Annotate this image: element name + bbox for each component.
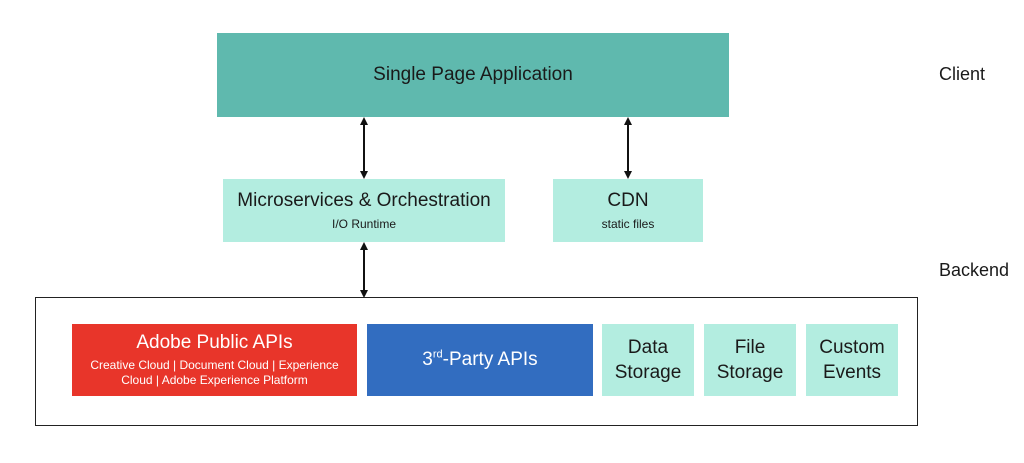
spa-label: Single Page Application (373, 64, 573, 85)
cdn-box: CDN static files (553, 179, 703, 242)
custom-events-label: Custom Events (819, 337, 885, 383)
microservices-title: Microservices & Orchestration (237, 190, 491, 211)
cdn-subtitle: static files (601, 217, 655, 231)
file-storage-box: File Storage (704, 324, 796, 396)
adobe-public-apis-box: Adobe Public APIs Creative Cloud | Docum… (72, 324, 357, 396)
cdn-title: CDN (607, 190, 649, 211)
microservices-subtitle: I/O Runtime (331, 217, 397, 231)
third-party-apis-box: 3rd-Party APIs (367, 324, 593, 396)
data-storage-label: Data Storage (614, 337, 682, 383)
microservices-box: Microservices & Orchestration I/O Runtim… (223, 179, 505, 242)
data-storage-box: Data Storage (602, 324, 694, 396)
file-storage-label: File Storage (716, 337, 784, 383)
third-party-apis-label: 3rd-Party APIs (422, 348, 538, 370)
adobe-apis-subtitle: Creative Cloud | Document Cloud | Experi… (90, 358, 339, 387)
custom-events-box: Custom Events (806, 324, 898, 396)
adobe-apis-title: Adobe Public APIs (136, 332, 293, 353)
single-page-application-box: Single Page Application (217, 33, 729, 117)
backend-layer-label: Backend (939, 260, 1010, 280)
client-layer-label: Client (939, 64, 986, 84)
